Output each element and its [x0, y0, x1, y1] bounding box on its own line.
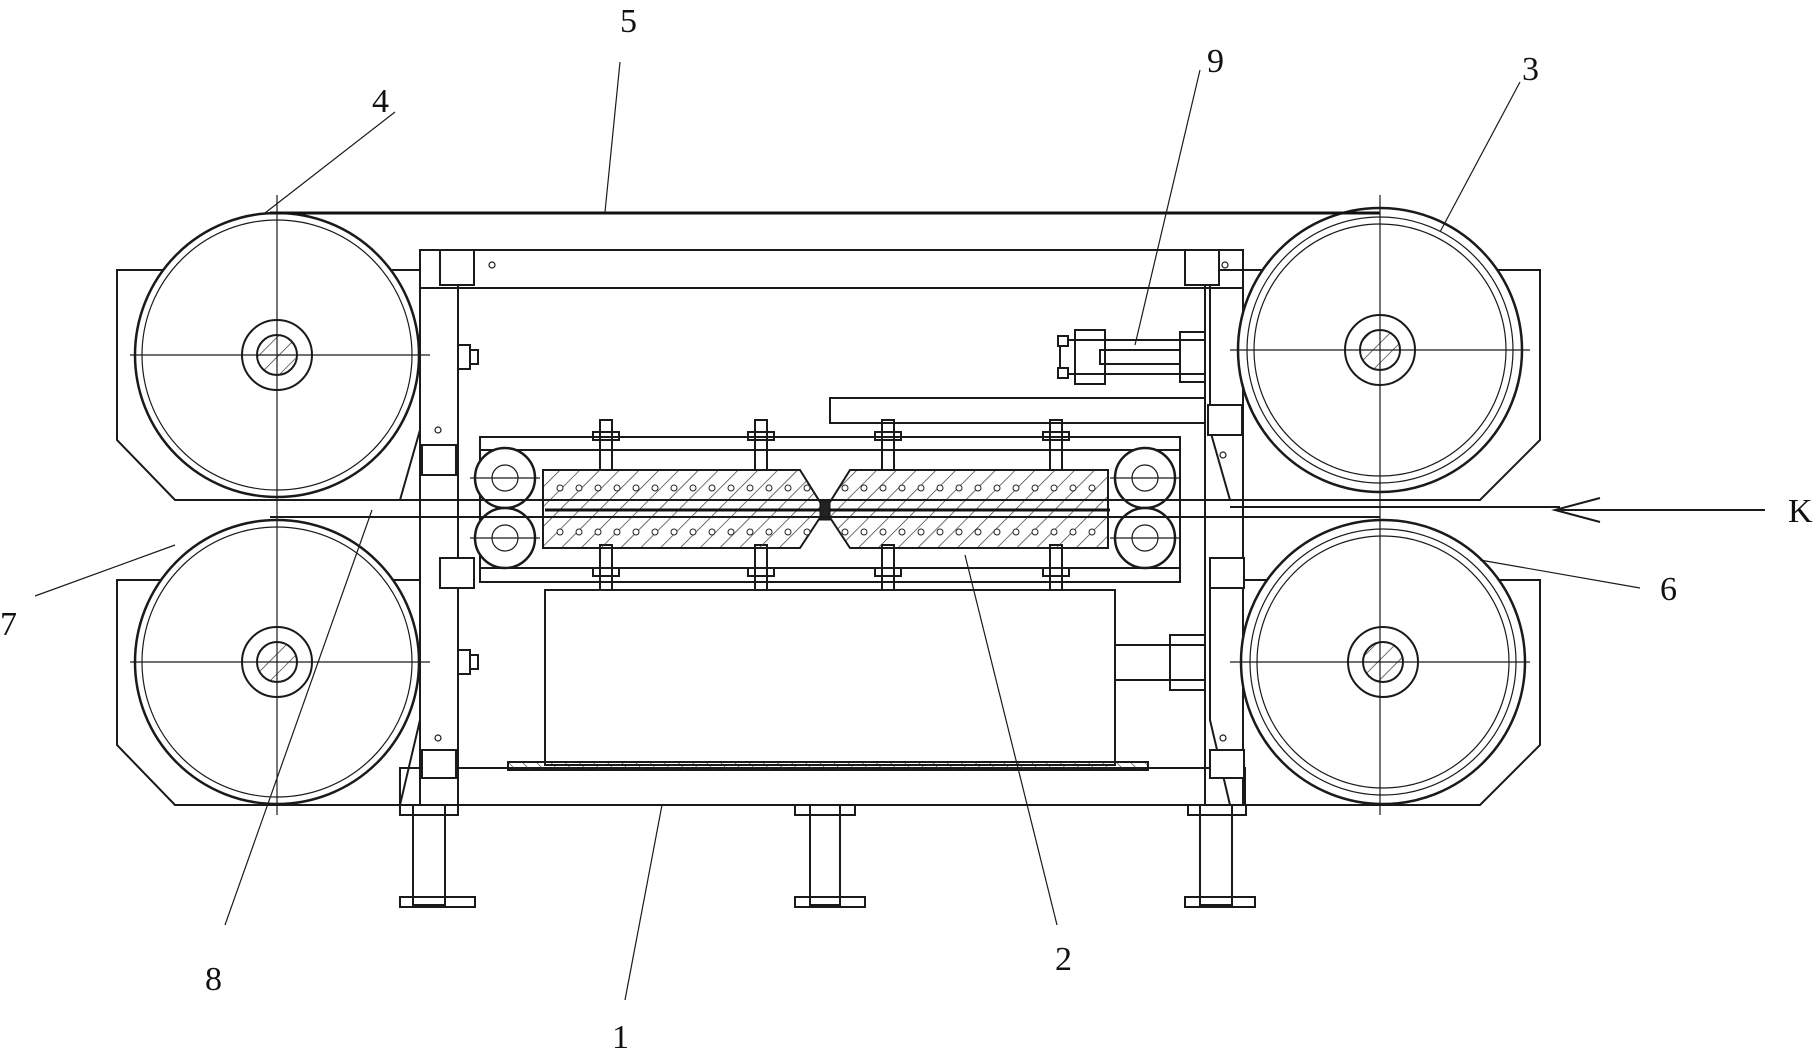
plate-dot: [652, 529, 658, 535]
plate-dot: [709, 485, 715, 491]
plate-dot: [747, 485, 753, 491]
plate-dot: [1013, 529, 1019, 535]
plate-dot: [785, 485, 791, 491]
plate-dot: [557, 529, 563, 535]
upper-cylinder: [1058, 330, 1205, 384]
plate-dot: [728, 529, 734, 535]
plate-dot: [956, 485, 962, 491]
plate-dot: [576, 529, 582, 535]
plate-dot: [766, 485, 772, 491]
support-legs: [400, 805, 1255, 907]
plate-dot: [633, 485, 639, 491]
plate-dot: [766, 529, 772, 535]
plate-dot: [595, 485, 601, 491]
lower-cylinder: [1115, 635, 1205, 690]
plate-dot: [614, 529, 620, 535]
heating-plates: [543, 470, 1110, 548]
plate-dot: [804, 529, 810, 535]
plate-dot: [652, 485, 658, 491]
plate-dot: [804, 485, 810, 491]
direction-arrow-k: [1555, 498, 1765, 522]
plate-dot: [633, 529, 639, 535]
label-7: 7: [0, 606, 17, 643]
plate-dot: [918, 529, 924, 535]
label-4: 4: [372, 83, 389, 120]
plate-dot: [1051, 529, 1057, 535]
plate-dot: [956, 529, 962, 535]
plate-dot: [975, 485, 981, 491]
plate-dot: [747, 529, 753, 535]
plate-dot: [1032, 485, 1038, 491]
plate-dot: [975, 529, 981, 535]
label-5: 5: [620, 3, 637, 40]
right-small-rollers: [1110, 448, 1180, 568]
plate-dot: [671, 485, 677, 491]
label-1: 1: [612, 1019, 629, 1055]
base-frame: [400, 590, 1245, 805]
plate-dot: [1070, 529, 1076, 535]
plate-dot: [1013, 485, 1019, 491]
label-k: K: [1788, 493, 1813, 530]
plate-dot: [861, 529, 867, 535]
plate-dot: [994, 529, 1000, 535]
plate-dot: [994, 485, 1000, 491]
plate-dot: [557, 485, 563, 491]
plate-dot: [842, 529, 848, 535]
plate-dot: [671, 529, 677, 535]
plate-dot: [690, 529, 696, 535]
plate-dot: [899, 485, 905, 491]
plate-dot: [709, 529, 715, 535]
plate-dot: [576, 485, 582, 491]
plate-dot: [861, 485, 867, 491]
plate-dot: [880, 485, 886, 491]
column-bolts: [458, 345, 478, 674]
label-2: 2: [1055, 941, 1072, 978]
plate-dot: [1032, 529, 1038, 535]
plate-dot: [614, 485, 620, 491]
label-3: 3: [1522, 51, 1539, 88]
label-9: 9: [1207, 43, 1224, 80]
plate-dot: [937, 529, 943, 535]
plate-dot: [918, 485, 924, 491]
plate-dot: [842, 485, 848, 491]
plate-dot: [1070, 485, 1076, 491]
plate-dot: [1089, 485, 1095, 491]
plate-dot: [785, 529, 791, 535]
plate-dot: [1051, 485, 1057, 491]
label-6: 6: [1660, 571, 1677, 608]
plate-dot: [690, 485, 696, 491]
plate-dot: [937, 485, 943, 491]
plate-dot: [899, 529, 905, 535]
label-8: 8: [205, 961, 222, 998]
plate-dot: [880, 529, 886, 535]
plate-dot: [595, 529, 601, 535]
plate-dot: [728, 485, 734, 491]
plate-dot: [1089, 529, 1095, 535]
